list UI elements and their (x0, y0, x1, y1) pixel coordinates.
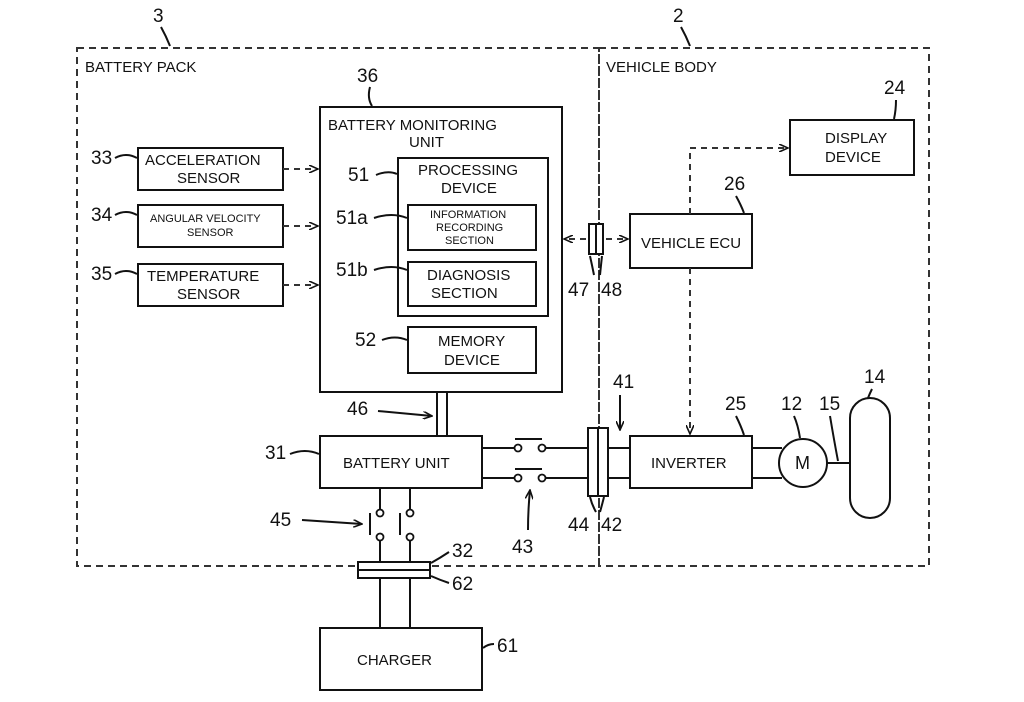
inverter-label: INVERTER (651, 455, 727, 472)
inverter (629, 435, 753, 489)
bmu-label-1: BATTERY MONITORING (328, 117, 497, 134)
angular-velocity-sensor (137, 204, 284, 248)
info-rec-label-1: INFORMATION (430, 209, 506, 221)
inverter-ref: 25 (725, 394, 746, 415)
acceleration-sensor (137, 147, 284, 191)
diagnosis-label-2: SECTION (431, 285, 498, 302)
memory-label-2: DEVICE (444, 352, 500, 369)
vehicle-ecu-ref: 26 (724, 174, 745, 195)
display-label-2: DEVICE (825, 149, 881, 166)
temp-label-1: TEMPERATURE (147, 268, 259, 285)
vehicle-ecu-label: VEHICLE ECU (641, 235, 741, 252)
vehicle-body-region (598, 47, 930, 567)
memory-label-1: MEMORY (438, 333, 505, 350)
wheel-ref: 14 (864, 367, 886, 388)
temperature-sensor (137, 263, 284, 307)
display-device (789, 119, 915, 176)
accel-ref: 33 (91, 148, 112, 169)
motor-label: M (795, 453, 810, 473)
connector-42-ref: 42 (601, 515, 622, 536)
vehicle-body-label: VEHICLE BODY (606, 59, 717, 76)
display-label-1: DISPLAY (825, 130, 887, 147)
vehicle-body-ref: 2 (673, 6, 684, 27)
bmu-label-2: UNIT (409, 134, 444, 151)
wheel (849, 397, 891, 519)
info-rec-ref: 51a (336, 208, 368, 229)
info-rec-label-2: RECORDING (436, 222, 503, 234)
battery-unit (319, 435, 483, 489)
memory-ref: 52 (355, 330, 376, 351)
angular-ref: 34 (91, 205, 113, 226)
battery-pack-region (76, 47, 600, 567)
diagnosis-section (407, 261, 537, 307)
charger-label: CHARGER (357, 652, 432, 669)
connector-48-ref: 48 (601, 280, 622, 301)
battery-pack-ref: 3 (153, 6, 164, 27)
motor-ref: 12 (781, 394, 802, 415)
shaft-15-ref: 15 (819, 394, 840, 415)
temp-label-2: SENSOR (177, 286, 241, 303)
diagnosis-ref: 51b (336, 260, 368, 281)
vehicle-ecu (629, 213, 753, 269)
relay-45-ref: 45 (270, 510, 291, 531)
charger-ref: 61 (497, 636, 518, 657)
info-rec-label-3: SECTION (445, 235, 494, 247)
connector-44-ref: 44 (568, 515, 590, 536)
temp-ref: 35 (91, 264, 112, 285)
processing-label-1: PROCESSING (418, 162, 518, 179)
processing-label-2: DEVICE (441, 180, 497, 197)
connector-41-ref: 41 (613, 372, 634, 393)
connector-32-ref: 32 (452, 541, 473, 562)
bmu-ref: 36 (357, 66, 378, 87)
angular-label-1: ANGULAR VELOCITY (150, 213, 261, 225)
relay-43-ref: 43 (512, 537, 533, 558)
processing-ref: 51 (348, 165, 369, 186)
accel-label-1: ACCELERATION (145, 152, 261, 169)
display-ref: 24 (884, 78, 906, 99)
battery-pack-label: BATTERY PACK (85, 59, 196, 76)
connector-47-ref: 47 (568, 280, 589, 301)
charger (319, 627, 483, 691)
diagnosis-label-1: DIAGNOSIS (427, 267, 510, 284)
battery-unit-ref: 31 (265, 443, 286, 464)
information-recording-section (407, 204, 537, 251)
accel-label-2: SENSOR (177, 170, 241, 187)
memory-device (407, 326, 537, 374)
angular-label-2: SENSOR (187, 227, 234, 239)
bus-46-ref: 46 (347, 399, 368, 420)
connector-62-ref: 62 (452, 574, 473, 595)
battery-unit-label: BATTERY UNIT (343, 455, 450, 472)
